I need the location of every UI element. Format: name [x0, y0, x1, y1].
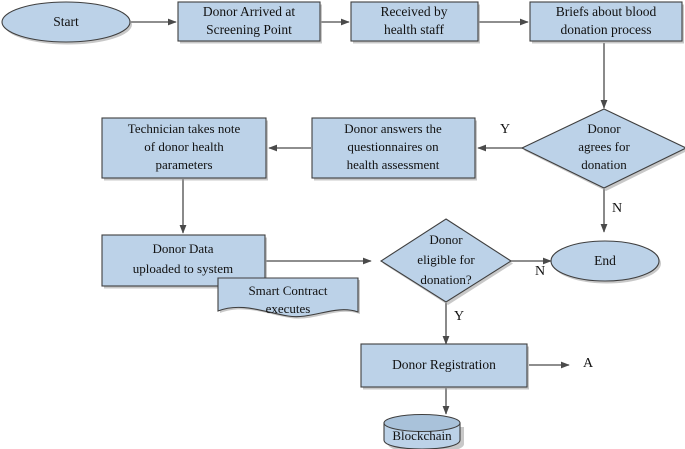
node-registration[interactable]: Donor Registration [360, 343, 529, 390]
agrees-diamond [520, 108, 685, 189]
node-arrived[interactable]: Donor Arrived at Screening Point [177, 1, 322, 44]
node-start[interactable]: Start [1, 1, 132, 45]
edge-label-agrees-no: N [612, 201, 622, 216]
questionnaire-box [311, 117, 476, 179]
edge-label-eligible-yes: Y [454, 309, 464, 324]
node-questionnaire[interactable]: Donor answers the questionnaires on heal… [311, 117, 477, 181]
end-ellipse [550, 240, 660, 282]
registration-box [360, 343, 528, 388]
received-box [350, 1, 479, 42]
node-eligible[interactable]: Donor eligible for donation? [379, 218, 513, 305]
smart-contract-document [217, 277, 359, 318]
edge-label-eligible-no: N [535, 264, 545, 279]
node-received[interactable]: Received by health staff [350, 1, 480, 44]
start-ellipse [1, 1, 131, 43]
edges-layer [131, 18, 608, 415]
edge-label-connector-a: A [583, 356, 594, 371]
node-agrees[interactable]: Donor agrees for donation [520, 108, 685, 191]
node-smart-contract[interactable]: Smart Contract executes [217, 277, 360, 319]
arrived-box [177, 1, 321, 42]
eligible-diamond [379, 218, 513, 303]
node-blockchain[interactable]: Blockchain [383, 413, 464, 449]
blockchain-cylinder-top [383, 413, 461, 433]
node-end[interactable]: End [550, 240, 661, 284]
node-briefs[interactable]: Briefs about blood donation process [529, 1, 684, 44]
technician-box [101, 117, 267, 179]
briefs-box [529, 1, 683, 42]
edge-label-agrees-yes: Y [500, 122, 510, 137]
node-technician[interactable]: Technician takes note of donor health pa… [101, 117, 268, 181]
